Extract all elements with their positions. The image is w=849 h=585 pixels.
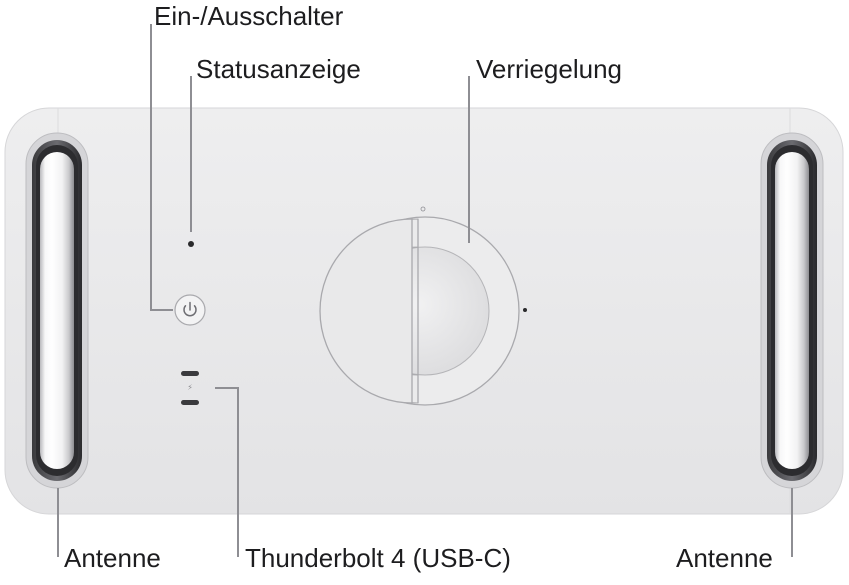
thunderbolt-icon: ⚡ xyxy=(187,383,193,392)
callout-antenna-left: Antenne xyxy=(64,543,161,573)
thunderbolt-port-lower[interactable] xyxy=(181,400,199,405)
leader-lines xyxy=(57,24,793,557)
lock-marker-unlocked xyxy=(420,206,426,212)
callout-power-switch: Ein-/Ausschalter xyxy=(154,1,344,31)
callout-antenna-right: Antenne xyxy=(676,543,773,573)
leader-thunderbolt xyxy=(215,387,239,557)
lock-marker-locked xyxy=(523,308,527,312)
right-handle xyxy=(760,132,824,489)
thunderbolt-ports[interactable]: ⚡ xyxy=(181,371,199,405)
leader-power-switch xyxy=(150,24,173,311)
callout-status-indicator: Statusanzeige xyxy=(196,54,361,84)
left-handle xyxy=(25,132,89,489)
callout-thunderbolt: Thunderbolt 4 (USB-C) xyxy=(245,543,511,573)
thunderbolt-port-upper[interactable] xyxy=(181,371,199,376)
power-icon xyxy=(183,301,197,317)
callout-lock: Verriegelung xyxy=(476,54,622,84)
power-button[interactable] xyxy=(174,294,206,326)
status-indicator-led xyxy=(188,241,194,247)
lock-mechanism[interactable] xyxy=(319,206,527,406)
